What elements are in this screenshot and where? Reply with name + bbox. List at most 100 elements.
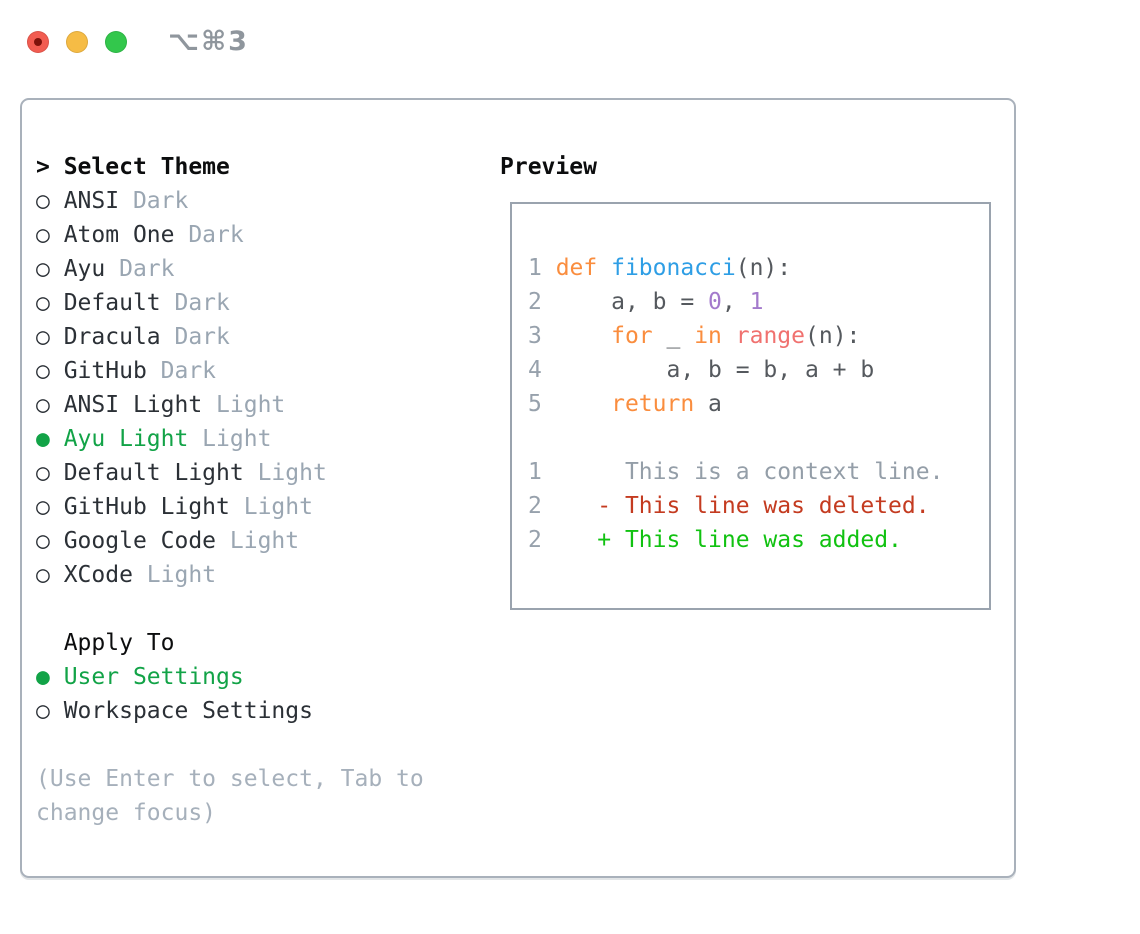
- theme-name: ANSI: [63, 188, 120, 214]
- code-line: 2 + This line was added.: [528, 523, 989, 557]
- code-segment-lineno: 5: [528, 391, 556, 417]
- theme-name: ANSI Light: [63, 392, 203, 418]
- theme-option-github-light[interactable]: ○ GitHub Light Light: [36, 490, 480, 524]
- code-segment-function: fibonacci: [611, 255, 736, 281]
- hint-text-line-2: change focus): [36, 800, 217, 826]
- code-segment-lineno: 3: [528, 323, 556, 349]
- spacer: [36, 592, 480, 626]
- code-segment-plain: [722, 323, 736, 349]
- code-segment-number: 1: [749, 289, 764, 315]
- code-segment-lineno: 1: [528, 255, 556, 281]
- theme-variant: Light: [216, 528, 300, 554]
- code-segment-plain: _: [652, 323, 695, 349]
- code-line: [528, 421, 989, 455]
- code-line: 5 return a: [528, 387, 989, 421]
- theme-name: GitHub: [63, 358, 147, 384]
- code-line: 2 - This line was deleted.: [528, 489, 989, 523]
- code-segment-lineno: 2: [528, 289, 556, 315]
- theme-option-ayu[interactable]: ○ Ayu Dark: [36, 252, 480, 286]
- preview-heading: Preview: [500, 154, 597, 180]
- select-theme-heading-label: Select Theme: [63, 154, 230, 180]
- theme-option-google-code[interactable]: ○ Google Code Light: [36, 524, 480, 558]
- apply-to-list: ● User Settings○ Workspace Settings: [36, 660, 480, 728]
- zoom-button[interactable]: [105, 30, 127, 53]
- code-segment-plain: [556, 391, 611, 417]
- theme-option-default-light[interactable]: ○ Default Light Light: [36, 456, 480, 490]
- radio-selected-icon: ●: [36, 426, 64, 452]
- theme-variant: Dark: [105, 256, 175, 282]
- theme-variant: Dark: [119, 188, 189, 214]
- theme-option-ansi-light[interactable]: ○ ANSI Light Light: [36, 388, 480, 422]
- apply-option-label: Workspace Settings: [63, 698, 313, 724]
- code-line: 4 a, b = b, a + b: [528, 353, 989, 387]
- radio-selected-icon: ●: [36, 664, 64, 690]
- radio-icon: ○: [36, 324, 64, 350]
- pointer-icon: >: [36, 154, 64, 180]
- code-segment-plain: a, b =: [555, 289, 709, 315]
- theme-option-dracula[interactable]: ○ Dracula Dark: [36, 320, 480, 354]
- code-segment-plain: [556, 323, 611, 349]
- code-segment-keyword: return: [611, 391, 695, 417]
- theme-variant: Light: [188, 426, 272, 452]
- minimize-button[interactable]: [66, 30, 88, 53]
- theme-name: Dracula: [63, 324, 161, 350]
- radio-icon: ○: [36, 256, 64, 282]
- theme-list: ○ ANSI Dark○ Atom One Dark○ Ayu Dark○ De…: [36, 184, 480, 592]
- code-segment-keyword: for: [611, 323, 653, 349]
- radio-icon: ○: [36, 358, 64, 384]
- code-segment-lineno: 4: [528, 357, 556, 383]
- theme-name: Ayu Light: [63, 426, 189, 452]
- select-theme-heading: > Select Theme: [36, 150, 480, 184]
- spacer: [36, 728, 480, 762]
- code-segment-context: This is a context line.: [555, 459, 944, 485]
- code-segment-plain: a, b = b, a + b: [555, 357, 875, 383]
- close-button[interactable]: [27, 30, 49, 53]
- code-segment-added: + This line was added.: [555, 527, 902, 553]
- radio-icon: ○: [36, 460, 64, 486]
- radio-icon: ○: [36, 698, 64, 724]
- theme-option-xcode[interactable]: ○ XCode Light: [36, 558, 480, 592]
- apply-option-workspace-settings[interactable]: ○ Workspace Settings: [36, 694, 480, 728]
- theme-name: Atom One: [63, 222, 175, 248]
- theme-option-ayu-light[interactable]: ● Ayu Light Light: [36, 422, 480, 456]
- apply-option-label: User Settings: [63, 664, 244, 690]
- code-segment-plain: ,: [721, 289, 750, 315]
- code-line: 1 This is a context line.: [528, 455, 989, 489]
- code-line: 2 a, b = 0, 1: [528, 285, 989, 319]
- close-dot-icon: [34, 37, 42, 46]
- window-shortcut-label: ⌥⌘3: [168, 26, 249, 57]
- hint-text-line-1: (Use Enter to select, Tab to: [36, 766, 424, 792]
- theme-selector-column: > Select Theme ○ ANSI Dark○ Atom One Dar…: [36, 150, 480, 830]
- theme-variant: Light: [202, 392, 286, 418]
- code-segment-keyword: in: [694, 323, 722, 349]
- theme-option-ansi[interactable]: ○ ANSI Dark: [36, 184, 480, 218]
- code-segment-plain: (n):: [805, 323, 861, 349]
- titlebar: ⌥⌘3: [27, 26, 249, 57]
- radio-icon: ○: [36, 528, 64, 554]
- code-segment-plain: a: [694, 391, 722, 417]
- theme-variant: Light: [243, 460, 327, 486]
- code-segment-lineno: 2: [528, 493, 556, 519]
- theme-option-github[interactable]: ○ GitHub Dark: [36, 354, 480, 388]
- theme-name: Default: [63, 290, 161, 316]
- code-segment-lineno: 2: [528, 527, 556, 553]
- code-segment-plain: (n):: [735, 255, 792, 281]
- theme-variant: Dark: [146, 358, 217, 384]
- theme-name: Ayu: [63, 256, 106, 282]
- theme-variant: Dark: [160, 290, 230, 316]
- apply-to-heading: Apply To: [63, 630, 175, 656]
- theme-name: Default Light: [63, 460, 244, 486]
- radio-icon: ○: [36, 222, 64, 248]
- code-line: 1 def fibonacci(n):: [528, 251, 989, 285]
- radio-icon: ○: [36, 188, 64, 214]
- theme-variant: Dark: [160, 324, 230, 350]
- theme-option-default[interactable]: ○ Default Dark: [36, 286, 480, 320]
- apply-option-user-settings[interactable]: ● User Settings: [36, 660, 480, 694]
- code-segment-keyword: def: [555, 255, 612, 281]
- radio-icon: ○: [36, 392, 64, 418]
- code-segment-number: 0: [708, 289, 722, 315]
- theme-name: GitHub Light: [63, 494, 230, 520]
- radio-icon: ○: [36, 494, 64, 520]
- theme-option-atom-one[interactable]: ○ Atom One Dark: [36, 218, 480, 252]
